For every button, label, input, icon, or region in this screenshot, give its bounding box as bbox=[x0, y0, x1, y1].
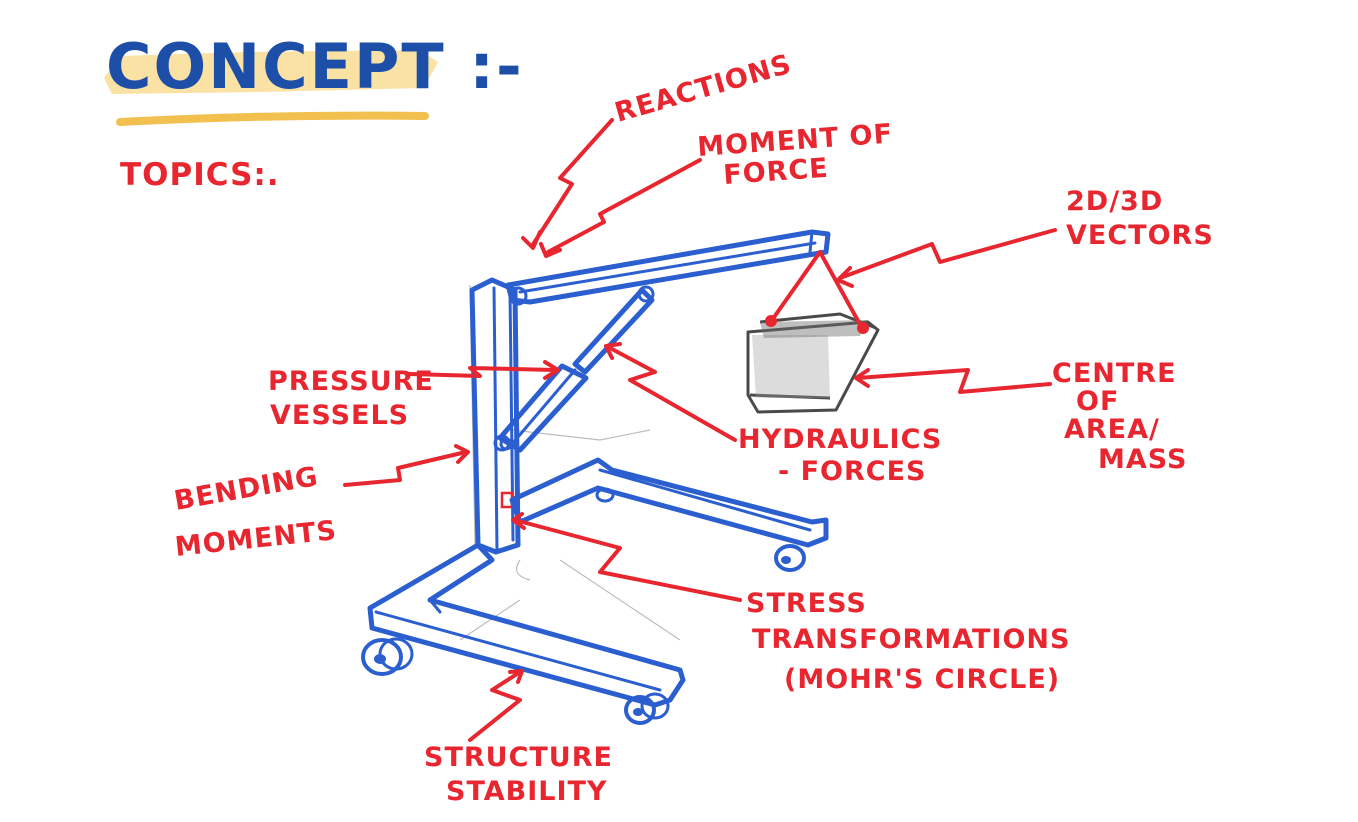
label-centre-line2: of bbox=[1076, 386, 1119, 417]
hydraulics-arrowhead bbox=[604, 342, 622, 360]
label-stress-line2: Transformations bbox=[752, 624, 1070, 655]
stress-arrowhead bbox=[511, 512, 526, 530]
topics-heading: Topics:. bbox=[120, 157, 280, 193]
vectors-arrow bbox=[838, 228, 1057, 280]
label-stress-line3: (Mohr's circle) bbox=[784, 664, 1060, 695]
crane-boom bbox=[505, 229, 831, 306]
crane-mast bbox=[469, 277, 521, 555]
label-hydraulics-line2: - Forces bbox=[778, 456, 927, 487]
annotation-arrows bbox=[343, 118, 1057, 742]
title-highlight bbox=[104, 50, 438, 126]
label-stress-line1: Stress bbox=[746, 588, 867, 619]
pressure-arrowhead bbox=[543, 360, 560, 380]
label-bending-line2: Moments bbox=[173, 515, 338, 563]
label-structure-line1: Structure bbox=[424, 742, 613, 773]
page-title: Concept :- bbox=[106, 30, 524, 103]
pencil-construction-lines bbox=[459, 284, 681, 641]
label-reactions: Reactions bbox=[611, 49, 795, 129]
label-structure-line2: Stability bbox=[446, 776, 608, 807]
label-pressure-line1: Pressure bbox=[268, 366, 434, 397]
hydraulic-ram bbox=[497, 285, 655, 453]
structure-arrow bbox=[468, 670, 522, 742]
moment-arrow bbox=[546, 158, 702, 254]
load-slings bbox=[765, 250, 869, 334]
bending-arrow bbox=[343, 450, 468, 487]
structure-arrowhead bbox=[508, 669, 524, 684]
label-pressure-line2: Vessels bbox=[270, 400, 409, 431]
centre-arrow bbox=[856, 368, 1052, 394]
label-centre-line1: Centre bbox=[1052, 358, 1177, 389]
crane-rear-leg bbox=[509, 457, 829, 572]
reactions-arrowhead bbox=[521, 230, 542, 250]
label-centre-line3: Area/ bbox=[1064, 414, 1160, 445]
stress-arrow bbox=[513, 518, 742, 602]
label-vectors-line2: Vectors bbox=[1066, 220, 1214, 251]
label-centre-line4: Mass bbox=[1098, 444, 1187, 475]
hanging-load bbox=[746, 312, 880, 414]
label-vectors-line1: 2D/3D bbox=[1066, 186, 1163, 217]
engine-crane-drawing bbox=[361, 229, 831, 725]
hydraulics-arrow bbox=[608, 346, 737, 442]
reactions-arrow bbox=[530, 118, 614, 248]
bending-arrowhead bbox=[454, 444, 470, 464]
label-hydraulics-line1: Hydraulics bbox=[738, 424, 942, 455]
label-bending-line1: Bending bbox=[172, 461, 321, 517]
centre-arrowhead bbox=[854, 368, 870, 388]
label-moment-line2: Force bbox=[722, 153, 829, 191]
pressure-arrow bbox=[408, 366, 557, 378]
crane-base-leg bbox=[361, 542, 686, 725]
moment-arrowhead bbox=[539, 242, 562, 258]
vectors-arrowhead bbox=[836, 266, 854, 288]
